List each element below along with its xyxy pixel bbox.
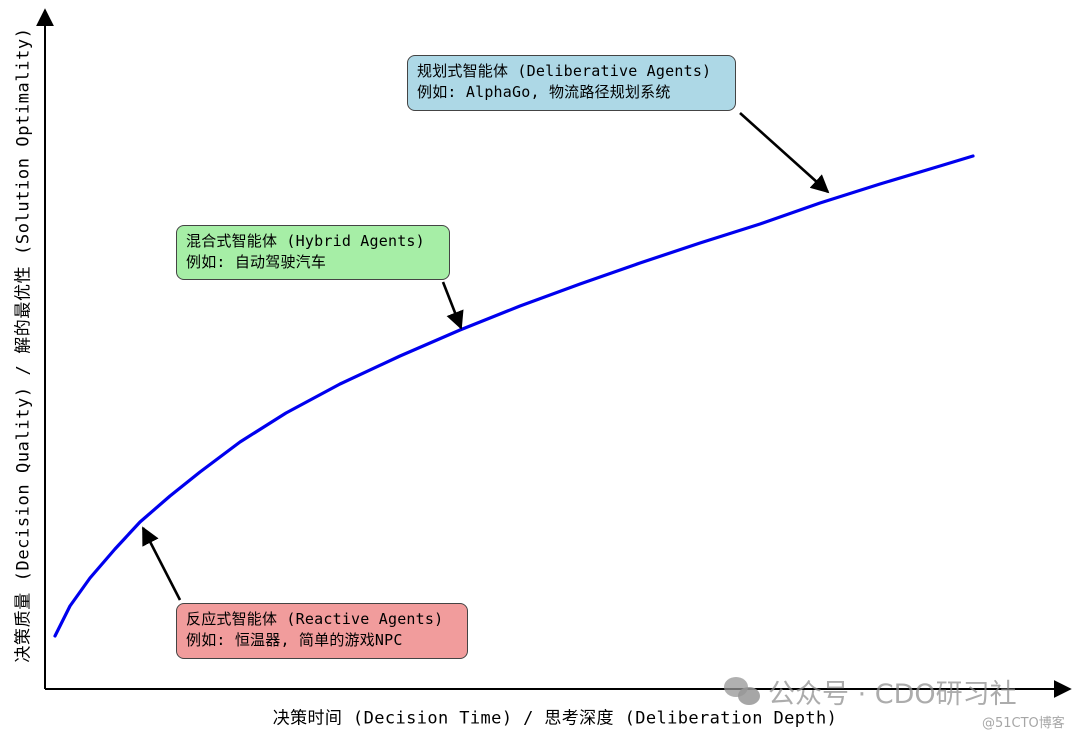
watermark-text: 公众号 · CDO研习社	[768, 679, 1017, 710]
reactive-agents-callout: 反应式智能体 (Reactive Agents) 例如: 恒温器, 简单的游戏N…	[176, 603, 468, 659]
watermark: 公众号 · CDO研习社	[724, 672, 1017, 711]
hybrid-title: 混合式智能体 (Hybrid Agents)	[186, 232, 425, 250]
y-axis-label: 决策质量 (Decision Quality) / 解的最优性 (Solutio…	[13, 27, 34, 663]
deliberative-arrow	[739, 112, 830, 194]
deliberative-title: 规划式智能体 (Deliberative Agents)	[417, 62, 712, 80]
wechat-icon	[724, 677, 762, 707]
decision-quality-curve	[53, 154, 975, 638]
reactive-title: 反应式智能体 (Reactive Agents)	[186, 610, 444, 628]
deliberative-example: 例如: AlphaGo, 物流路径规划系统	[417, 83, 671, 101]
sub-watermark: @51CTO博客	[982, 716, 1065, 731]
reactive-example: 例如: 恒温器, 简单的游戏NPC	[186, 631, 403, 649]
deliberative-agents-callout: 规划式智能体 (Deliberative Agents) 例如: AlphaGo…	[407, 55, 736, 111]
hybrid-arrow	[441, 281, 464, 330]
hybrid-example: 例如: 自动驾驶汽车	[186, 253, 327, 271]
hybrid-agents-callout: 混合式智能体 (Hybrid Agents) 例如: 自动驾驶汽车	[176, 225, 450, 280]
x-axis-label: 决策时间 (Decision Time) / 思考深度 (Deliberatio…	[272, 708, 838, 729]
reactive-arrow	[141, 526, 182, 601]
